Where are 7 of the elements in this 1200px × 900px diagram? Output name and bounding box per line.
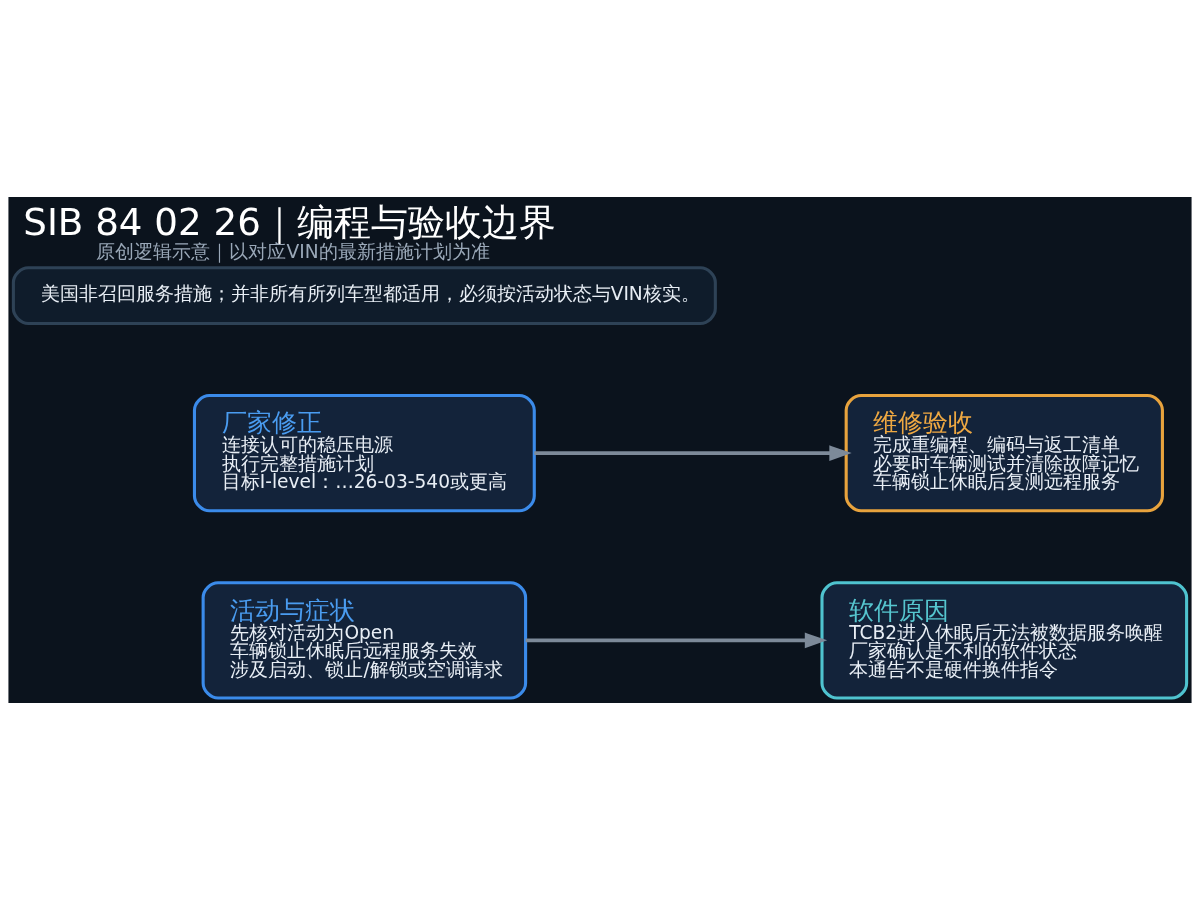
- node-box: 美国非召回服务措施；并非所有所列车型都适用，必须按活动状态与VIN核实。: [11, 266, 717, 326]
- arrow: [534, 445, 852, 461]
- arrow: [525, 632, 828, 649]
- node-box: 维修验收 完成重编程、编码与返工清单 必要时车辆测试并清除故障记忆 车辆锁止休眠后复测远程服务: [844, 393, 1164, 513]
- node-box: 软件原因 TCB2进入休眠后无法被数据服务唤醒 厂家确认是不利的软件状态 本通告不是硬件换件指令: [820, 581, 1189, 700]
- node-box: 厂家修正 连接认可的稳压电源 执行完整措施计划 目标I-level：…26-03-540或更高: [192, 393, 536, 513]
- node-box: 活动与症状 先核对活动为Open 车辆锁止休眠后远程服务失效 涉及启动、锁止/解锁或空调请求: [201, 581, 528, 700]
